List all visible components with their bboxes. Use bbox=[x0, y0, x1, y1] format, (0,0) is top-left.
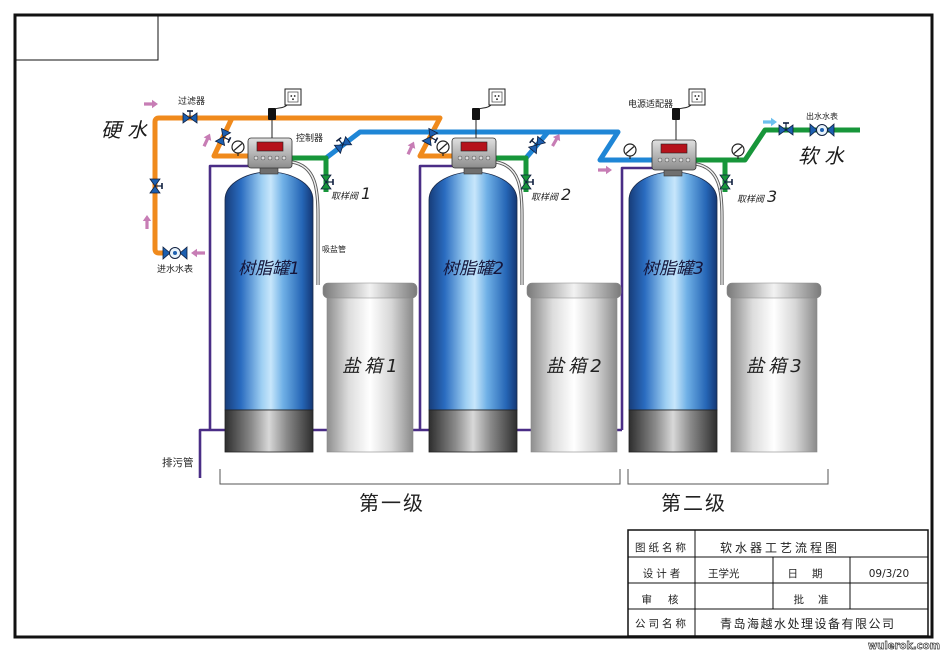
brine-tube-2 bbox=[495, 160, 524, 285]
tank-base bbox=[428, 409, 518, 453]
tank-base bbox=[224, 409, 314, 453]
tank-body bbox=[628, 171, 718, 411]
title-block-grid bbox=[628, 530, 928, 636]
designer-key: 设计者 bbox=[643, 567, 684, 580]
brine-tube-3 bbox=[695, 162, 724, 285]
salt-box-body bbox=[730, 295, 818, 453]
sample-valve-3-label: 取样阀 bbox=[737, 194, 765, 205]
salt-box-1-label: 盐箱1 bbox=[342, 356, 401, 377]
salt-box-2-label: 盐箱2 bbox=[546, 356, 605, 377]
controller-display bbox=[660, 143, 688, 154]
controller-1 bbox=[247, 137, 293, 169]
resin-tank-3-label: 树脂罐3 bbox=[642, 259, 704, 279]
stage-2-label: 第二级 bbox=[661, 491, 727, 515]
controller-display bbox=[256, 141, 284, 152]
salt-box-lid bbox=[322, 282, 418, 299]
controller-label: 控制器 bbox=[296, 132, 323, 144]
drain-pipe-tank-1 bbox=[208, 164, 250, 430]
salt-box-3 bbox=[726, 282, 822, 453]
tank-body bbox=[224, 171, 314, 411]
power-adapter-label: 电源适配器 bbox=[628, 98, 673, 110]
salt-box-lid bbox=[526, 282, 622, 299]
salt-box-2 bbox=[526, 282, 622, 453]
resin-tank-2 bbox=[428, 163, 518, 453]
controller-display bbox=[460, 141, 488, 152]
sample-valve-1-label: 取样阀 bbox=[331, 191, 359, 202]
company-key: 公司名称 bbox=[635, 617, 689, 630]
salt-box-body bbox=[326, 295, 414, 453]
sample-valve-1-number: 1 bbox=[361, 184, 371, 203]
brine-tubes bbox=[291, 160, 724, 285]
sample-valve-2-number: 2 bbox=[561, 185, 571, 204]
watermark: wulerok.com bbox=[868, 639, 940, 652]
hard-water-label: 硬水 bbox=[101, 118, 153, 142]
drain-pipe-label: 排污管 bbox=[162, 456, 194, 469]
date-key: 日期 bbox=[788, 568, 837, 580]
controller-2 bbox=[451, 137, 497, 169]
drain-pipe-tank-3 bbox=[620, 166, 655, 430]
soft-water-label: 软水 bbox=[798, 144, 850, 168]
stage-1-label: 第一级 bbox=[359, 491, 425, 515]
outlet-meter-label: 出水水表 bbox=[806, 111, 838, 121]
resin-tank-1 bbox=[224, 163, 314, 453]
corner-box bbox=[15, 15, 159, 61]
approver-key: 批准 bbox=[794, 593, 843, 606]
controller-buttons bbox=[253, 155, 287, 161]
sample-valve-3-number: 3 bbox=[767, 187, 777, 206]
salt-box-lid bbox=[726, 282, 822, 299]
date-value: 09/3/20 bbox=[869, 568, 909, 580]
inlet-meter-label: 进水水表 bbox=[157, 263, 193, 275]
hard-water-main-pipe bbox=[152, 115, 454, 256]
power-supply-1 bbox=[268, 88, 302, 138]
power-supply-2 bbox=[472, 88, 506, 138]
brine-tube-1 bbox=[291, 160, 320, 285]
drawing-name-value: 软水器工艺流程图 bbox=[720, 540, 840, 555]
designer-value: 王学光 bbox=[708, 567, 740, 580]
salt-box-3-label: 盐箱3 bbox=[746, 356, 805, 377]
power-adapter-icon bbox=[672, 108, 680, 120]
filter-label: 过滤器 bbox=[178, 95, 205, 107]
power-socket-icon bbox=[688, 88, 706, 106]
stage-2-bracket bbox=[627, 469, 829, 485]
resin-tank-2-label: 树脂罐2 bbox=[442, 259, 504, 279]
tank-base bbox=[628, 409, 718, 453]
power-adapter-icon bbox=[268, 108, 276, 120]
company-value: 青岛海越水处理设备有限公司 bbox=[720, 616, 896, 631]
controller-3 bbox=[651, 139, 697, 171]
controller-buttons bbox=[657, 157, 691, 163]
drain-pipe-tank-2 bbox=[418, 164, 455, 430]
salt-box-body bbox=[530, 295, 618, 453]
stage-1-bracket bbox=[219, 469, 621, 485]
tank-body bbox=[428, 171, 518, 411]
drawing-name-key: 图纸名称 bbox=[635, 541, 689, 554]
salt-box-1 bbox=[322, 282, 418, 453]
resin-tank-1-label: 树脂罐1 bbox=[238, 259, 300, 279]
power-supply-3 bbox=[672, 88, 706, 140]
title-block: 图纸名称 软水器工艺流程图 设计者 王学光 日期 09/3/20 审核 批准 公… bbox=[627, 529, 929, 637]
resin-tank-3 bbox=[628, 165, 718, 453]
controller-buttons bbox=[457, 155, 491, 161]
power-adapter-icon bbox=[472, 108, 480, 120]
brine-tube-label: 吸盐管 bbox=[322, 244, 346, 254]
reviewer-key: 审核 bbox=[642, 593, 695, 606]
power-socket-icon bbox=[488, 88, 506, 106]
sample-valve-2-label: 取样阀 bbox=[531, 192, 559, 203]
power-socket-icon bbox=[284, 88, 302, 106]
